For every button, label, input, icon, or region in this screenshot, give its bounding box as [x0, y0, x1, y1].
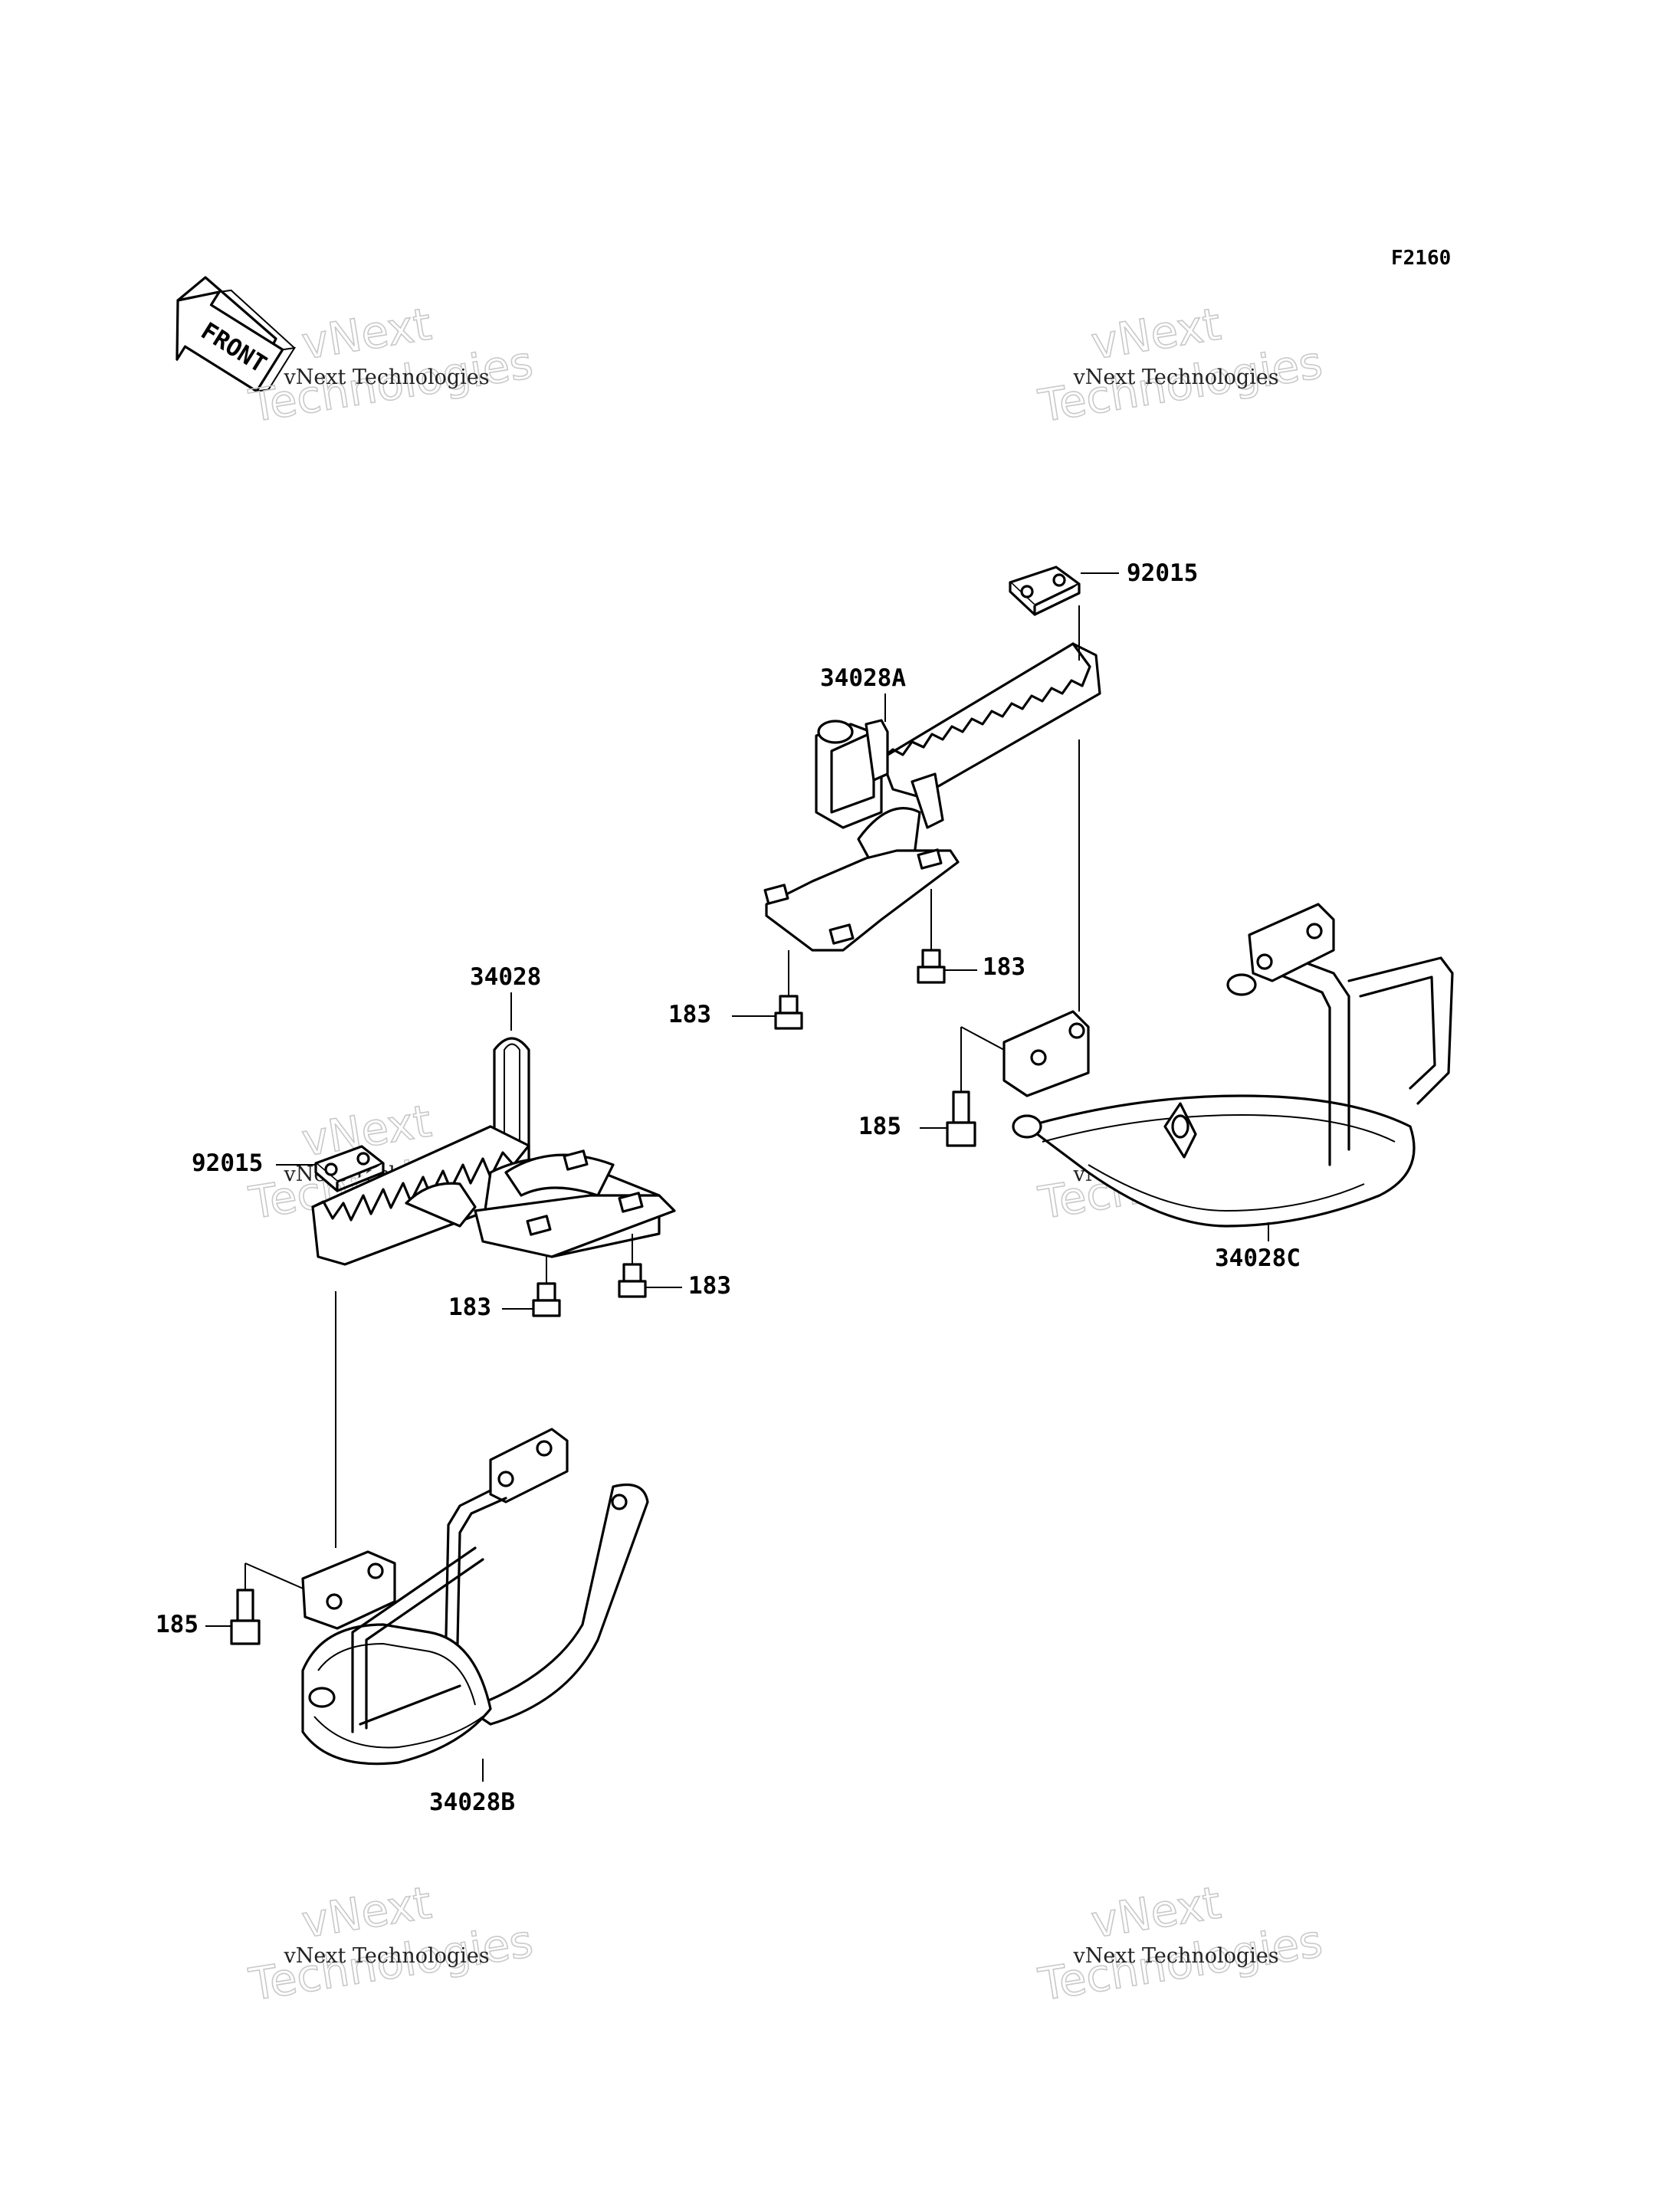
label-183-left-2: 183	[688, 1272, 731, 1300]
bolt-183-left-1	[532, 1257, 561, 1317]
bolt-183-right-1	[774, 950, 803, 1030]
label-183-right-2: 183	[983, 953, 1025, 981]
footpeg-plate-left	[314, 1145, 385, 1192]
label-183-left-1: 183	[448, 1294, 491, 1321]
svg-text:vNext Technologies: vNext Technologies	[283, 366, 489, 389]
bolt-183-right-2	[917, 889, 946, 984]
callouts-left: 34028 92015 183 183 185 34028B	[156, 963, 731, 1816]
label-92015-right: 92015	[1127, 559, 1198, 587]
label-34028C: 34028C	[1215, 1244, 1301, 1272]
watermark-top-right: vNext Technologies vNext Technologies	[1034, 297, 1326, 433]
label-185-right: 185	[858, 1113, 901, 1140]
label-34028: 34028	[470, 963, 541, 991]
svg-text:vNext Technologies: vNext Technologies	[1072, 366, 1278, 389]
label-34028B: 34028B	[429, 1789, 515, 1816]
label-183-right-1: 183	[668, 1001, 711, 1028]
front-arrow-icon: FRONT	[176, 276, 297, 393]
svg-text:vNext Technologies: vNext Technologies	[1072, 1944, 1278, 1968]
watermark-bottom-left: vNext Technologies vNext Technologies	[244, 1876, 536, 2012]
footpeg-right	[763, 642, 1101, 952]
bolt-185-right	[946, 1026, 1005, 1147]
guard-right	[1002, 739, 1454, 1228]
bolt-183-left-2	[618, 1234, 647, 1298]
figure-number: F2160	[1391, 247, 1451, 270]
callouts-right: 92015 34028A 183 183 185 34028C	[668, 559, 1301, 1272]
footpeg-plate-right	[1009, 566, 1081, 616]
guard-left	[301, 1291, 649, 1782]
bolt-185-left	[230, 1562, 307, 1645]
watermark-top-left: vNext Technologies vNext Technologies	[244, 297, 536, 433]
footpeg-left	[311, 1037, 676, 1266]
label-92015-left: 92015	[192, 1149, 263, 1177]
svg-text:vNext Technologies: vNext Technologies	[283, 1944, 489, 1968]
label-185-left: 185	[156, 1611, 199, 1638]
watermark-bottom-right: vNext Technologies vNext Technologies	[1034, 1876, 1326, 2012]
label-34028A: 34028A	[820, 664, 906, 692]
